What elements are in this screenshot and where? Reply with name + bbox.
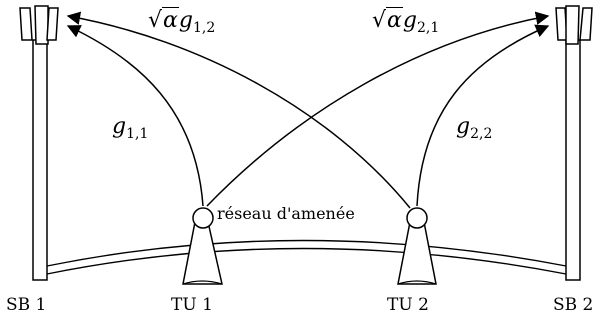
antenna-2-right	[579, 7, 593, 41]
label-g21: √αg2,1	[372, 7, 440, 36]
antenna-1-left	[19, 7, 33, 41]
mast-1	[32, 39, 48, 281]
tu2-label: TU 2	[387, 295, 429, 315]
label-g11: g1,1	[112, 114, 149, 142]
tu1-label: TU 1	[171, 295, 213, 315]
bs1-label: SB 1	[6, 295, 47, 315]
base-station-1	[19, 5, 59, 281]
backhaul-link	[46, 239, 567, 275]
label-g22: g2,2	[456, 114, 493, 142]
tu1-antenna	[192, 207, 214, 229]
antenna-1-right	[46, 7, 59, 41]
arrow-g22	[416, 24, 550, 207]
bs2-label: SB 2	[553, 295, 594, 315]
arrow-g21	[206, 11, 550, 207]
antenna-1-mid	[34, 5, 49, 45]
arrow-g11	[66, 25, 204, 207]
terminal-unit-1	[182, 207, 223, 285]
label-g12: √αg1,2	[148, 7, 216, 36]
tu2-antenna	[406, 207, 428, 229]
antenna-2-mid	[565, 5, 580, 45]
base-station-2	[555, 5, 593, 281]
mast-2	[565, 39, 581, 281]
terminal-unit-2	[397, 207, 437, 285]
backhaul-label: réseau d'amenée	[217, 204, 355, 223]
arrow-g12	[66, 11, 411, 209]
